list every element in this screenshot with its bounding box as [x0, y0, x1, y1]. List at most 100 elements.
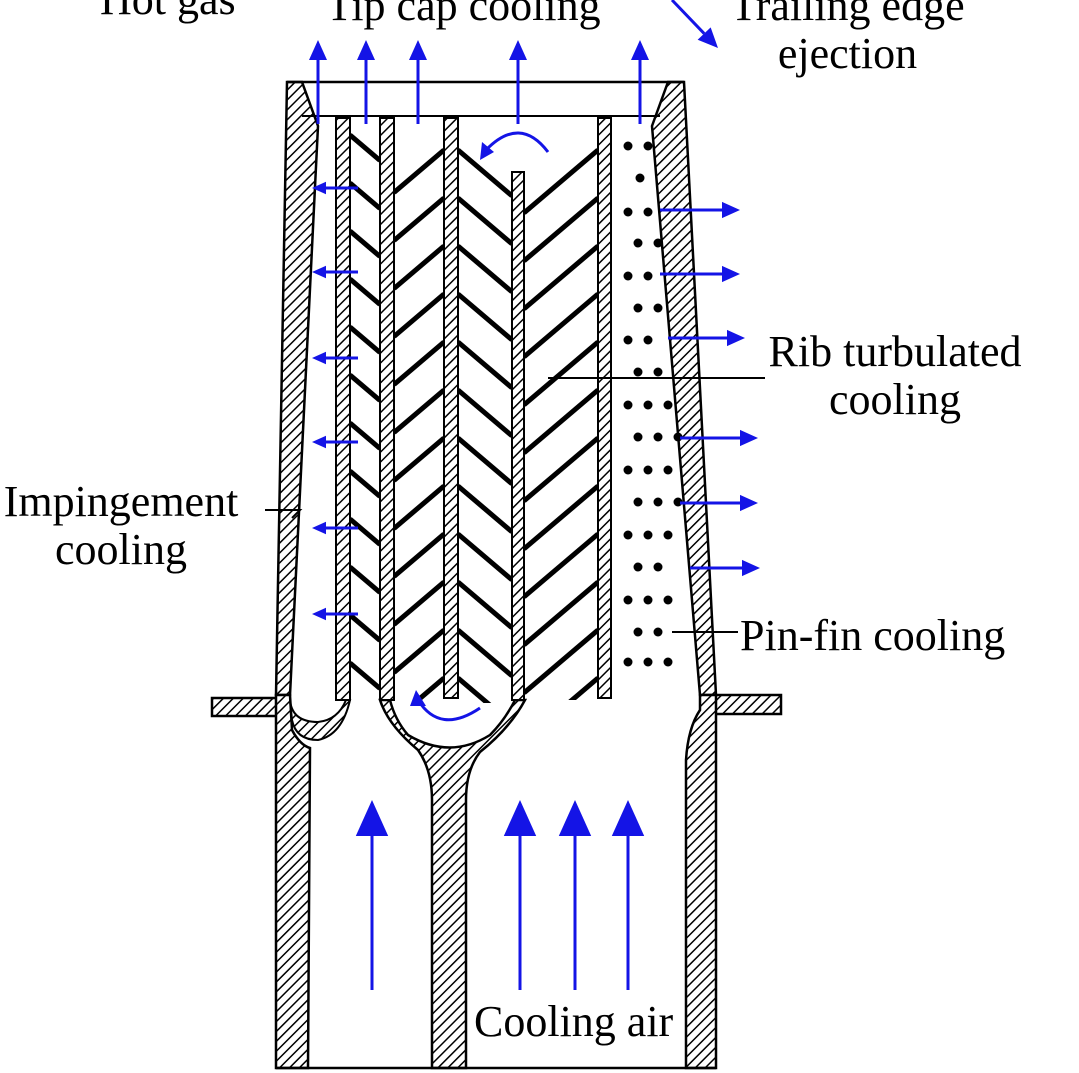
rib-turbulator — [394, 340, 444, 387]
label-impingement-line1: Impingement — [3, 477, 239, 526]
internal-walls — [335, 117, 612, 701]
rib-turbulator — [458, 148, 512, 198]
rib-turbulator — [524, 292, 598, 359]
rib-turbulator — [458, 532, 512, 582]
pin-fin — [643, 530, 653, 540]
pin-fin — [633, 562, 643, 572]
pin-fin — [623, 657, 633, 667]
wall-3 — [443, 117, 459, 699]
rib-turbulator — [394, 580, 444, 627]
pin-fin — [623, 465, 633, 475]
platform — [210, 693, 783, 718]
shank-center-wall — [378, 698, 528, 1070]
trailing-ejection-arrow — [660, 265, 740, 283]
label-impingement-line2: cooling — [55, 525, 187, 574]
leader-lines — [265, 377, 765, 633]
rib-turbulator — [458, 628, 512, 678]
rib-turbulator — [350, 325, 380, 355]
rib-turbulator — [458, 388, 512, 438]
rib-turbulator — [524, 484, 598, 551]
rib-turbulator — [350, 229, 380, 259]
channel-3-ribs — [458, 148, 512, 703]
trailing-ejection-arrow — [690, 559, 760, 577]
pin-fin-array — [623, 141, 683, 667]
shank-left-wall — [274, 693, 312, 1070]
channel-1-ribs — [350, 133, 380, 691]
pin-fin — [663, 465, 673, 475]
pin-fin — [643, 465, 653, 475]
blade-outer-walls — [274, 80, 718, 697]
label-rib-turbulated-cooling: Rib turbulated cooling — [762, 328, 1028, 424]
bottom-turn-arrow — [416, 699, 481, 722]
pin-fin — [653, 238, 663, 248]
rib-turbulator — [524, 628, 598, 695]
cooling-air-arrow — [503, 800, 537, 990]
pin-fin — [643, 271, 653, 281]
pin-fin — [653, 627, 663, 637]
pin-fin — [623, 400, 633, 410]
pin-fin — [623, 335, 633, 345]
pin-fin — [643, 657, 653, 667]
rib-turbulator — [524, 436, 598, 503]
pin-fin — [663, 657, 673, 667]
rib-turbulator — [350, 661, 380, 691]
pin-fin — [643, 595, 653, 605]
pin-fin — [633, 497, 643, 507]
cooling-air-arrow — [611, 800, 645, 990]
impingement-arrow — [312, 521, 358, 535]
pin-fin — [623, 530, 633, 540]
trailing-ejection-arrow — [668, 329, 745, 347]
label-tip-cap-cooling: Tip cap cooling — [326, 0, 601, 30]
wall-4 — [511, 171, 525, 701]
cooling-air-arrow — [355, 800, 389, 990]
rib-turbulator — [394, 436, 444, 483]
pin-fin — [663, 400, 673, 410]
tip-cap-arrow — [309, 40, 327, 124]
rib-turbulator — [524, 580, 598, 647]
label-cooling-air: Cooling air — [474, 997, 674, 1046]
rib-turbulator — [394, 148, 444, 195]
impingement-arrow — [312, 607, 358, 621]
label-pin-fin-cooling: Pin-fin cooling — [740, 611, 1006, 660]
impingement-arrow — [312, 351, 358, 365]
rib-turbulator — [458, 244, 512, 294]
rib-turbulator — [524, 388, 598, 455]
rib-turbulator — [350, 373, 380, 403]
pin-fin — [623, 141, 633, 151]
rib-turbulator — [458, 292, 512, 342]
rib-turbulator — [524, 148, 598, 215]
pin-fin — [653, 303, 663, 313]
wall-5 — [597, 117, 612, 699]
channel-2-ribs — [394, 148, 444, 700]
wall-1 — [335, 117, 351, 701]
label-rib-line2: cooling — [829, 375, 961, 424]
pin-fin — [643, 335, 653, 345]
rib-turbulator — [394, 628, 444, 675]
pin-fin — [633, 303, 643, 313]
rib-turbulator — [350, 469, 380, 499]
top-turn-arrow — [484, 131, 550, 153]
flow-arrows — [309, 0, 760, 990]
rib-turbulator — [394, 292, 444, 339]
rib-turbulator — [458, 580, 512, 630]
label-impingement-cooling: Impingement cooling — [0, 478, 242, 574]
pin-fin — [663, 595, 673, 605]
pin-fin — [633, 238, 643, 248]
shank-right-wall — [684, 693, 718, 1070]
rib-turbulator — [350, 421, 380, 451]
rib-turbulator — [458, 340, 512, 390]
pin-fin — [653, 497, 663, 507]
label-hot-gas: Hot gas — [100, 0, 236, 24]
label-trailing-edge-line2: ejection — [777, 29, 918, 78]
trailing-edge-wall — [650, 80, 718, 697]
pin-fin — [653, 432, 663, 442]
tip-cap-arrow — [631, 40, 649, 124]
turn-arrows — [410, 131, 550, 722]
rib-turbulator — [524, 340, 598, 407]
pin-fin — [653, 562, 663, 572]
label-rib-line1: Rib turbulated — [768, 327, 1022, 376]
pin-fin — [643, 207, 653, 217]
cooling-air-arrow — [558, 800, 592, 990]
pin-fin — [623, 207, 633, 217]
